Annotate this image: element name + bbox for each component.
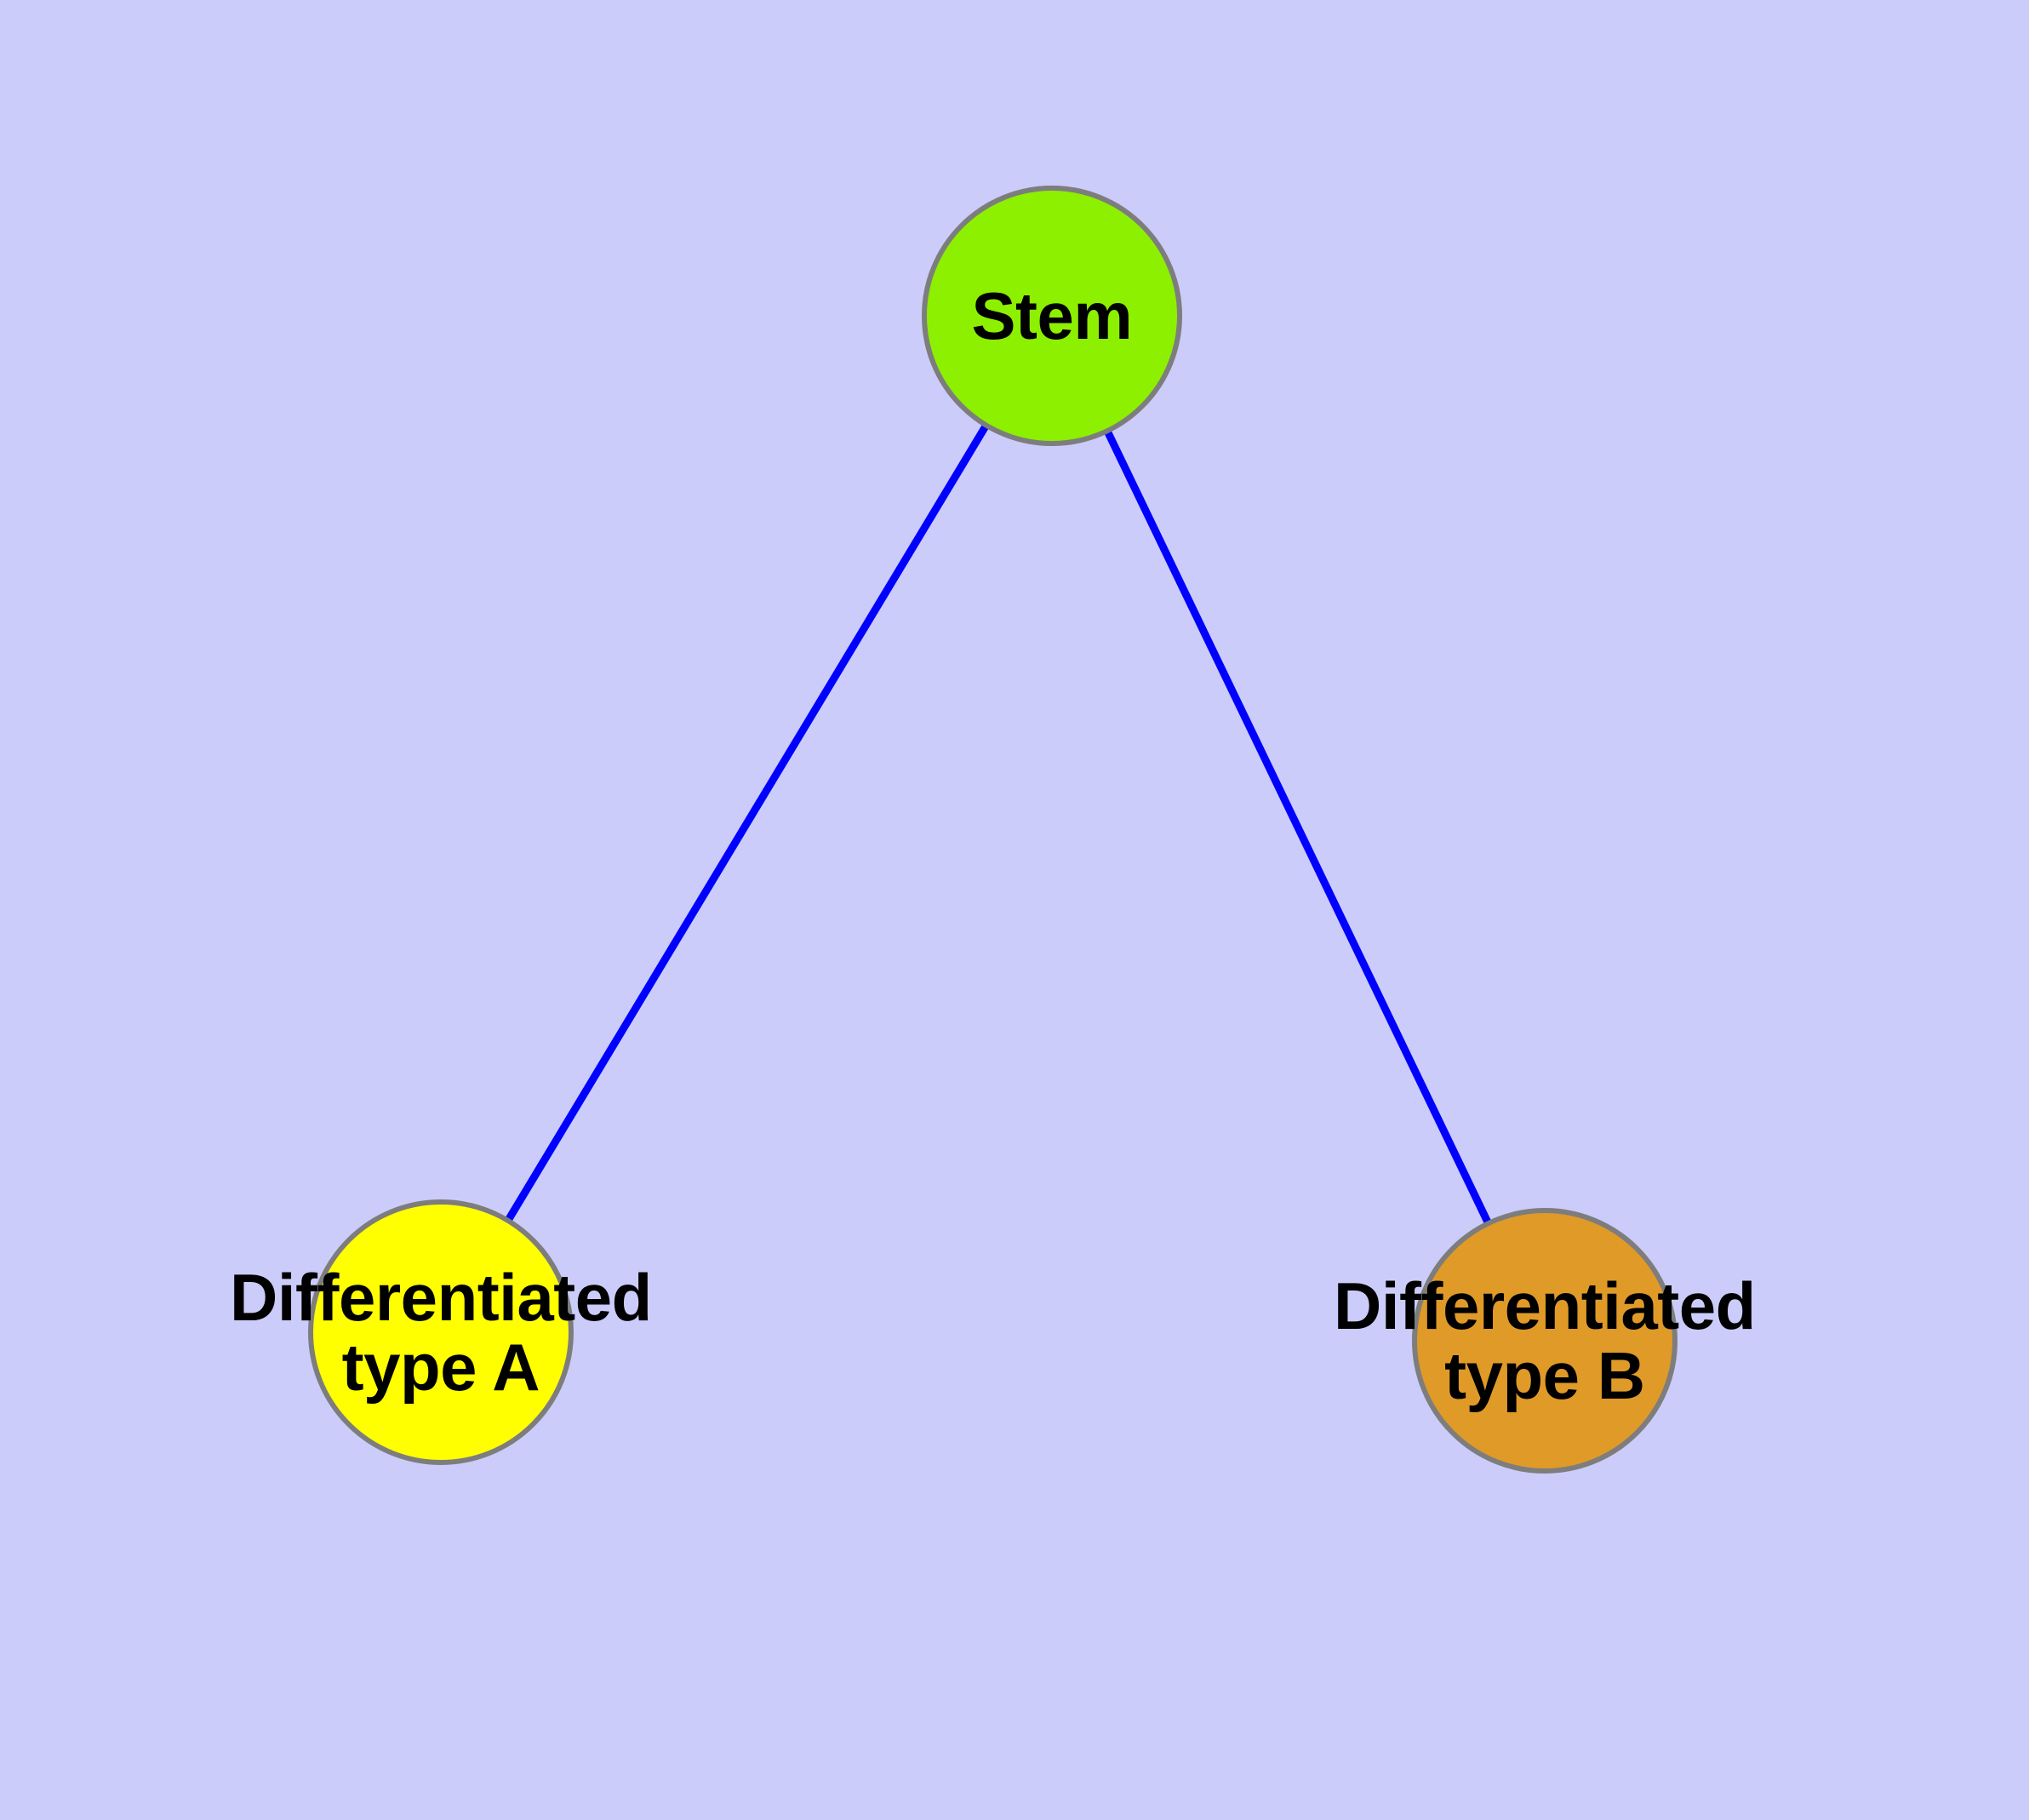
edge-stem-to-diff_a[interactable] [503, 421, 991, 1224]
edges-layer [503, 421, 1493, 1227]
node-diff_b[interactable] [1412, 1208, 1677, 1474]
nodes-layer [308, 186, 1677, 1474]
node-diff_a[interactable] [308, 1199, 574, 1465]
edge-stem-to-diff_b[interactable] [1103, 427, 1493, 1227]
node-stem[interactable] [922, 186, 1182, 446]
